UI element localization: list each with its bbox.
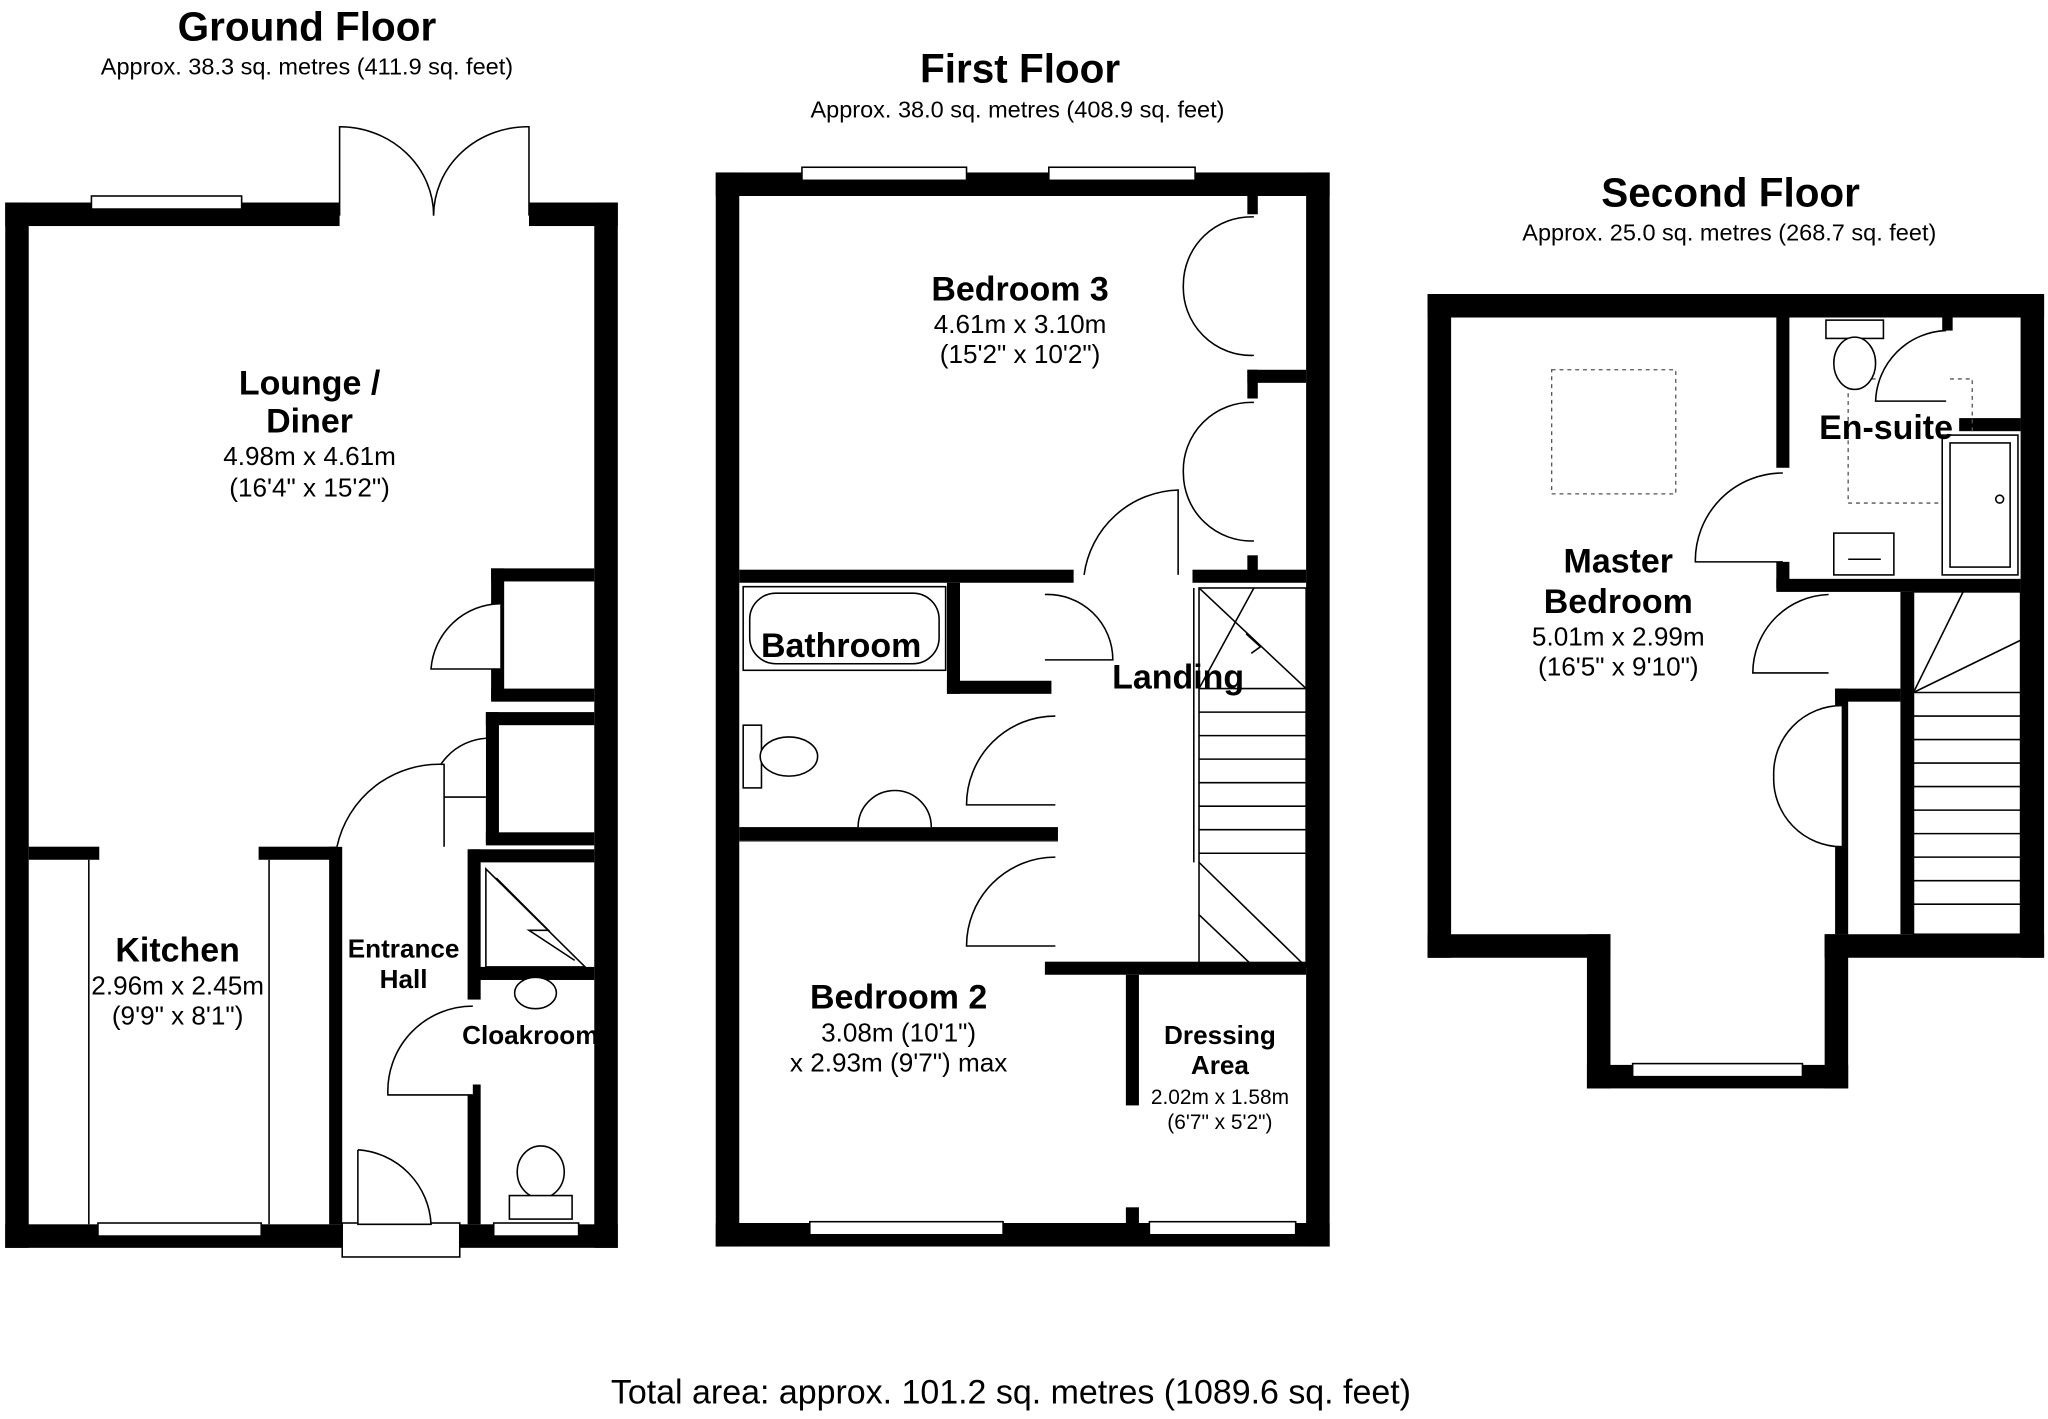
master-bedroom-label-2: Bedroom xyxy=(1544,583,1693,621)
kitchen-dimensions: 2.96m x 2.45m xyxy=(91,970,264,1000)
master-bedroom-dimensions-ft: (16'5" x 9'10") xyxy=(1538,652,1699,682)
dressing-label-2: Area xyxy=(1191,1050,1250,1080)
window xyxy=(1048,166,1196,182)
lounge-label: Lounge / xyxy=(239,365,381,403)
total-area: Total area: approx. 101.2 sq. metres (10… xyxy=(611,1373,1411,1411)
dressing-label: Dressing xyxy=(1164,1020,1276,1050)
window xyxy=(492,1222,580,1237)
first-floor: First Floor Approx. 38.0 sq. metres (408… xyxy=(715,45,1330,1247)
cloakroom-label: Cloakroom xyxy=(462,1020,598,1050)
window xyxy=(809,1220,1004,1236)
window xyxy=(1631,1062,1804,1078)
first-floor-title: First Floor xyxy=(920,45,1120,91)
kitchen-dimensions-ft: (9'9" x 8'1") xyxy=(112,1000,244,1030)
bedroom2-dimensions: 3.08m (10'1") xyxy=(821,1017,976,1047)
window xyxy=(97,1222,263,1237)
lounge-label-2: Diner xyxy=(266,402,353,440)
bedroom3-label: Bedroom 3 xyxy=(931,271,1108,309)
second-floor-title: Second Floor xyxy=(1601,169,1860,215)
second-floor: Second Floor Approx. 25.0 sq. metres (26… xyxy=(1427,169,2045,1089)
hall-label-2: Hall xyxy=(380,964,428,994)
hall-label: Entrance xyxy=(348,934,460,964)
window xyxy=(801,166,968,182)
ensuite-label: En-suite xyxy=(1819,409,1953,447)
bedroom2-dimensions-2: x 2.93m (9'7") max xyxy=(790,1047,1007,1077)
staircase xyxy=(1912,591,2022,936)
ground-floor-title: Ground Floor xyxy=(178,3,437,49)
master-bedroom-dimensions: 5.01m x 2.99m xyxy=(1532,621,1705,651)
dressing-dimensions-ft: (6'7" x 5'2") xyxy=(1167,1111,1272,1134)
staircase xyxy=(1193,587,1307,968)
landing-label: Landing xyxy=(1112,659,1244,697)
bedroom3-dimensions: 4.61m x 3.10m xyxy=(934,309,1107,339)
bathroom-label: Bathroom xyxy=(761,627,921,665)
window xyxy=(1148,1220,1297,1236)
master-bedroom-label: Master xyxy=(1564,542,1673,580)
french-doors xyxy=(338,125,530,216)
kitchen-label: Kitchen xyxy=(115,932,239,970)
first-floor-area: Approx. 38.0 sq. metres (408.9 sq. feet) xyxy=(810,97,1224,123)
dressing-dimensions: 2.02m x 1.58m xyxy=(1151,1086,1289,1109)
ground-floor-area: Approx. 38.3 sq. metres (411.9 sq. feet) xyxy=(101,53,513,79)
window xyxy=(90,195,243,210)
second-floor-area: Approx. 25.0 sq. metres (268.7 sq. feet) xyxy=(1522,219,1936,245)
lounge-dimensions: 4.98m x 4.61m xyxy=(223,441,396,471)
bedroom2-label: Bedroom 2 xyxy=(810,979,987,1017)
ground-floor: Ground Floor Approx. 38.3 sq. metres (41… xyxy=(5,3,618,1258)
lounge-dimensions-ft: (16'4" x 15'2") xyxy=(229,473,390,503)
bedroom3-dimensions-ft: (15'2" x 10'2") xyxy=(940,339,1101,369)
